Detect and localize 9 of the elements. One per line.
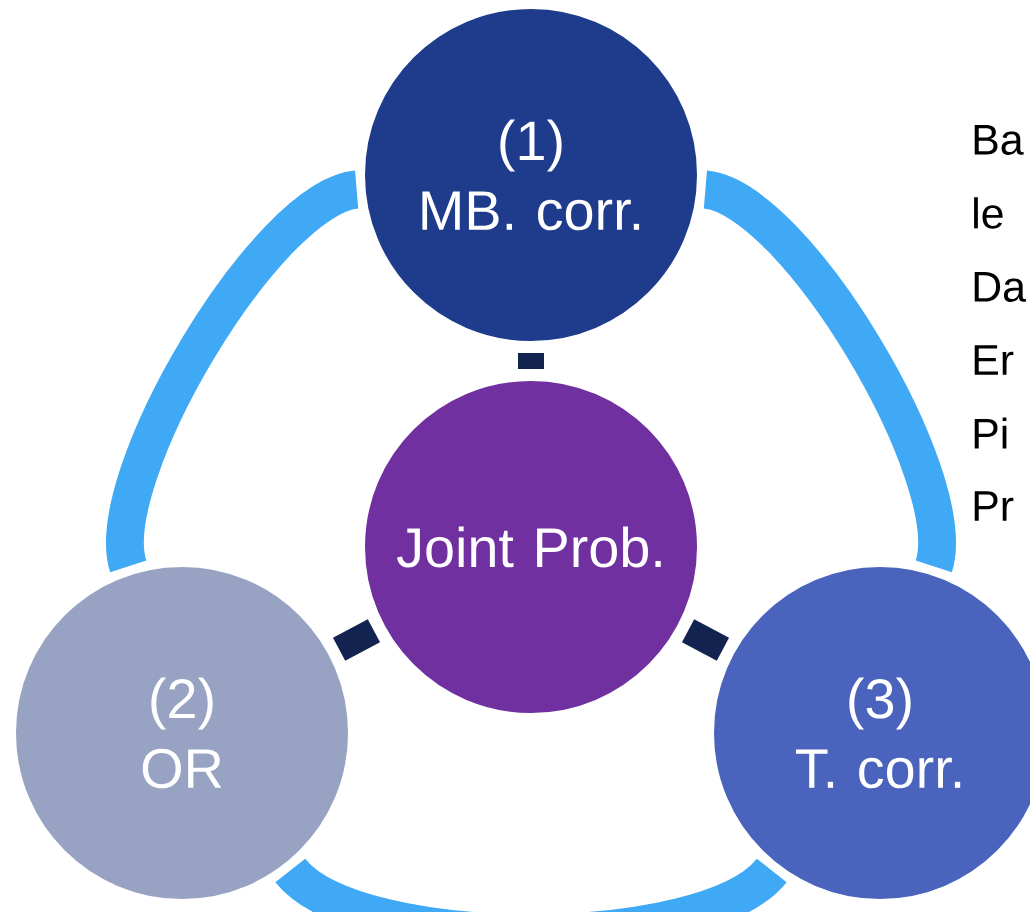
connector-bar: [333, 619, 381, 661]
text-line: Da: [974, 272, 1026, 302]
text-line: Pi: [974, 417, 1007, 449]
text-line: le: [974, 197, 1003, 229]
connector-bar: [518, 353, 544, 369]
text-line: Ba: [974, 125, 1024, 155]
text-line: Er: [974, 345, 1014, 375]
text-line: Pr: [974, 491, 1014, 521]
connector-bar: [681, 619, 729, 661]
